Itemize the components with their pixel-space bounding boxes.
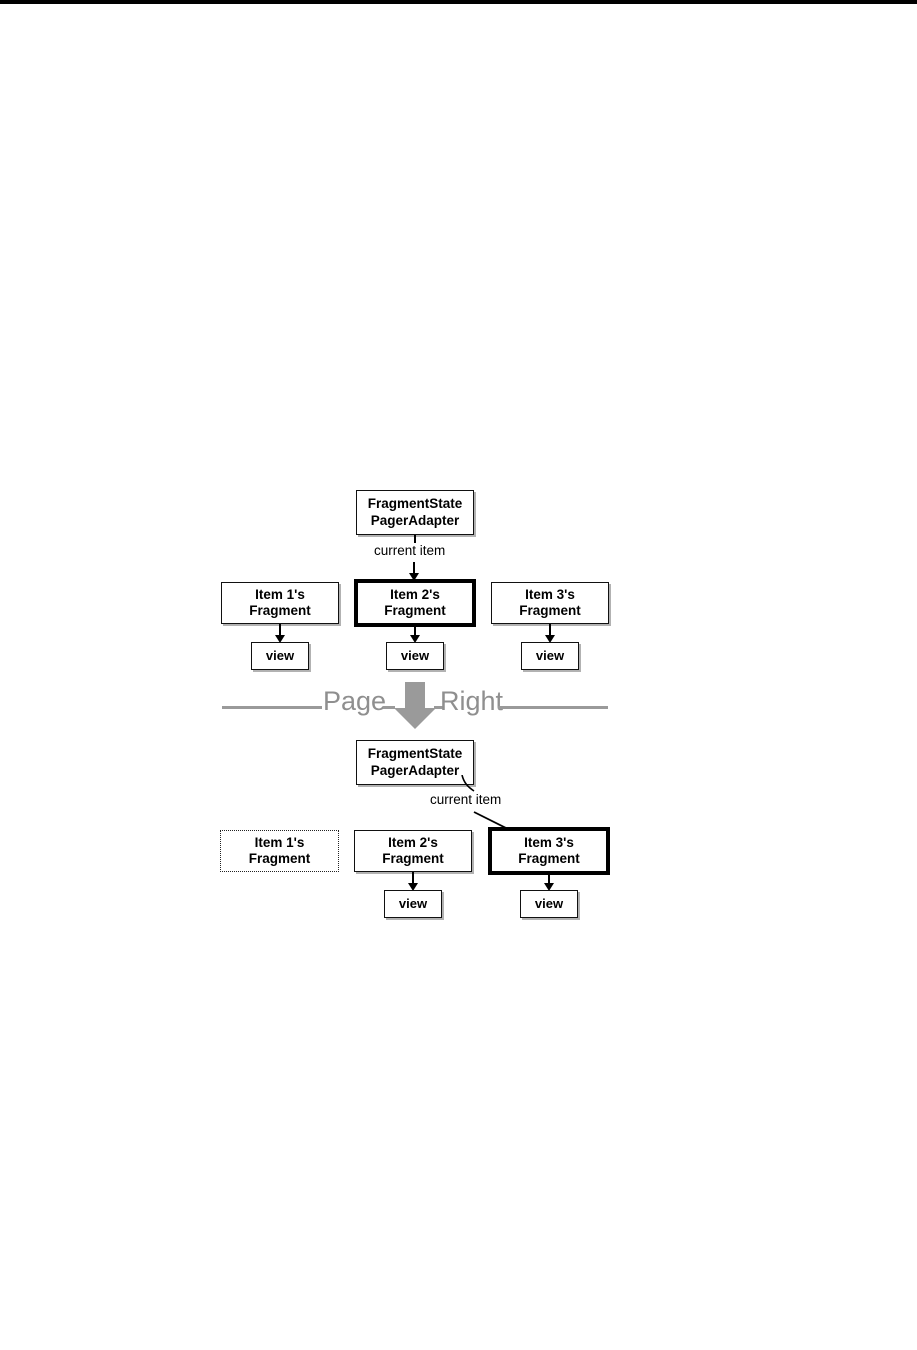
view-arrow-item2-before — [405, 627, 425, 643]
view-arrow-item2-after — [403, 872, 423, 891]
view-box-item2-after: view — [384, 890, 442, 918]
view-arrow-item1-before — [270, 624, 290, 643]
divider-line-mid-left — [383, 706, 395, 709]
divider-word-page: Page — [323, 686, 387, 716]
view-box-item3-before-label: view — [535, 648, 565, 664]
divider-line-left — [222, 706, 322, 709]
view-box-item2-before-label: view — [400, 648, 430, 664]
edge-label-current-item-before: current item — [374, 543, 446, 558]
view-box-item3-after: view — [520, 890, 578, 918]
divider-word-right: Right — [440, 686, 504, 716]
adapter-leader-stub-after — [461, 775, 475, 792]
view-arrow-item3-after — [539, 875, 559, 891]
page-right-transition: Page Right — [0, 682, 917, 732]
view-box-item1-before-label: view — [265, 648, 295, 664]
view-box-item3-before: view — [521, 642, 579, 670]
adapter-leader-line-before — [414, 535, 416, 543]
view-box-item2-after-label: view — [398, 896, 428, 912]
view-box-item2-before: view — [386, 642, 444, 670]
page-right-down-arrow-icon — [394, 682, 436, 729]
view-box-item1-before: view — [251, 642, 309, 670]
current-item-arrow-before — [404, 562, 424, 582]
view-box-item3-after-label: view — [534, 896, 564, 912]
divider-line-right — [498, 706, 608, 709]
view-arrow-item3-before — [540, 624, 560, 643]
divider-line-mid-right — [434, 706, 443, 709]
edge-label-current-item-after: current item — [430, 792, 502, 807]
page-top-rule — [0, 0, 917, 4]
